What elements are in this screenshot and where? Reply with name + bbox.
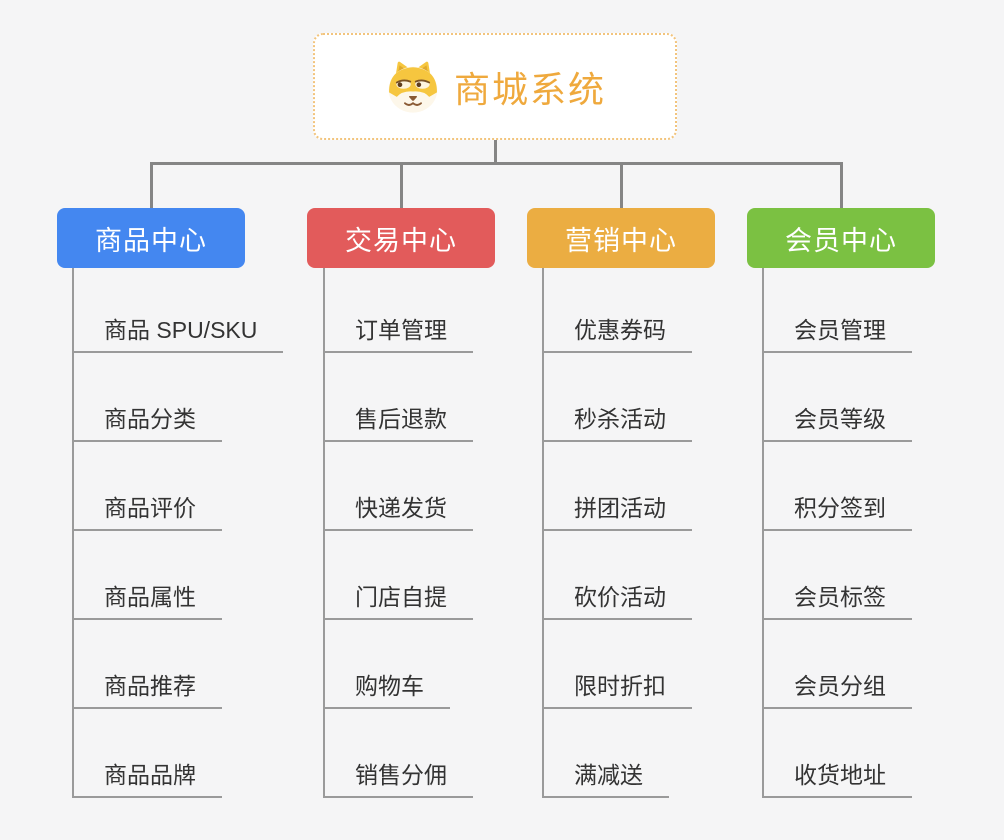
- leaf-row: 会员分组: [762, 620, 912, 709]
- leaf-row: 积分签到: [762, 442, 912, 531]
- connector-root-stub: [493, 140, 497, 163]
- leaf-row: 商品属性: [72, 531, 283, 620]
- leaf-row: 商品推荐: [72, 620, 283, 709]
- leaf-row: 快递发货: [323, 442, 473, 531]
- leaf-item[interactable]: 秒杀活动: [542, 400, 692, 442]
- leaf-row: 砍价活动: [542, 531, 692, 620]
- leaf-row: 商品 SPU/SKU: [72, 264, 284, 353]
- leaf-row: 会员管理: [762, 264, 912, 353]
- leaf-row: 会员标签: [762, 531, 912, 620]
- leaf-column: 商品 SPU/SKU 商品分类商品评价商品属性商品推荐商品品牌: [72, 264, 284, 798]
- connector-leaf-spine: [542, 268, 544, 798]
- connector-leaf-spine: [762, 268, 764, 798]
- branch-node-label: 商品中心: [95, 225, 207, 256]
- leaf-row: 商品评价: [72, 442, 283, 531]
- leaf-item[interactable]: 商品分类: [72, 400, 222, 442]
- leaf-item[interactable]: 优惠券码: [542, 311, 692, 353]
- leaf-row: 购物车: [323, 620, 473, 709]
- leaf-item[interactable]: 商品 SPU/SKU: [72, 311, 284, 353]
- leaf-item[interactable]: 售后退款: [323, 400, 473, 442]
- root-title: 商城系统: [453, 68, 606, 110]
- leaf-item[interactable]: 快递发货: [323, 489, 473, 531]
- branch-node-label: 营销中心: [565, 225, 677, 256]
- leaf-item[interactable]: 会员分组: [762, 667, 912, 709]
- leaf-item[interactable]: 商品评价: [72, 489, 222, 531]
- leaf-row: 拼团活动: [542, 442, 692, 531]
- connector-rail: [149, 161, 840, 165]
- connector-branch-drop: [399, 161, 403, 208]
- leaf-row: 会员等级: [762, 353, 912, 442]
- leaf-column: 订单管理售后退款快递发货门店自提购物车销售分佣: [323, 264, 473, 798]
- leaf-item[interactable]: 会员标签: [762, 578, 912, 620]
- leaf-item[interactable]: 购物车: [323, 667, 450, 709]
- leaf-item[interactable]: 会员管理: [762, 311, 912, 353]
- leaf-item[interactable]: 限时折扣: [542, 667, 692, 709]
- leaf-row: 商品品牌: [72, 709, 283, 798]
- leaf-item[interactable]: 商品属性: [72, 578, 222, 620]
- connector-branch-drop: [619, 161, 623, 208]
- leaf-item[interactable]: 门店自提: [323, 578, 473, 620]
- leaf-column: 优惠券码秒杀活动拼团活动砍价活动限时折扣满减送: [542, 264, 692, 798]
- leaf-row: 门店自提: [323, 531, 473, 620]
- leaf-row: 订单管理: [323, 264, 473, 353]
- leaf-item[interactable]: 砍价活动: [542, 578, 692, 620]
- leaf-item[interactable]: 商品品牌: [72, 756, 222, 798]
- branch-node[interactable]: 商品中心: [57, 208, 245, 268]
- branch-node-label: 交易中心: [345, 225, 457, 256]
- connector-branch-drop: [149, 161, 153, 208]
- leaf-row: 商品分类: [72, 353, 283, 442]
- leaf-row: 销售分佣: [323, 709, 473, 798]
- leaf-row: 售后退款: [323, 353, 473, 442]
- connector-branch-drop: [839, 161, 843, 208]
- leaf-item[interactable]: 商品推荐: [72, 667, 222, 709]
- leaf-item[interactable]: 收货地址: [762, 756, 912, 798]
- leaf-item[interactable]: 销售分佣: [323, 756, 473, 798]
- branch-node[interactable]: 营销中心: [527, 208, 715, 268]
- leaf-column: 会员管理会员等级积分签到会员标签会员分组收货地址: [762, 264, 912, 798]
- branch-node[interactable]: 会员中心: [747, 208, 935, 268]
- leaf-item[interactable]: 积分签到: [762, 489, 912, 531]
- branch-node-label: 会员中心: [785, 225, 897, 256]
- leaf-row: 收货地址: [762, 709, 912, 798]
- leaf-item[interactable]: 拼团活动: [542, 489, 692, 531]
- leaf-row: 优惠券码: [542, 264, 692, 353]
- leaf-row: 秒杀活动: [542, 353, 692, 442]
- connector-leaf-spine: [323, 268, 325, 798]
- leaf-item[interactable]: 会员等级: [762, 400, 912, 442]
- connector-leaf-spine: [72, 268, 74, 798]
- leaf-row: 满减送: [542, 709, 692, 798]
- leaf-row: 限时折扣: [542, 620, 692, 709]
- leaf-item[interactable]: 订单管理: [323, 311, 473, 353]
- branch-node[interactable]: 交易中心: [307, 208, 495, 268]
- dog-icon: [388, 61, 438, 113]
- root-node[interactable]: 商城系统: [313, 33, 677, 140]
- leaf-item[interactable]: 满减送: [542, 756, 669, 798]
